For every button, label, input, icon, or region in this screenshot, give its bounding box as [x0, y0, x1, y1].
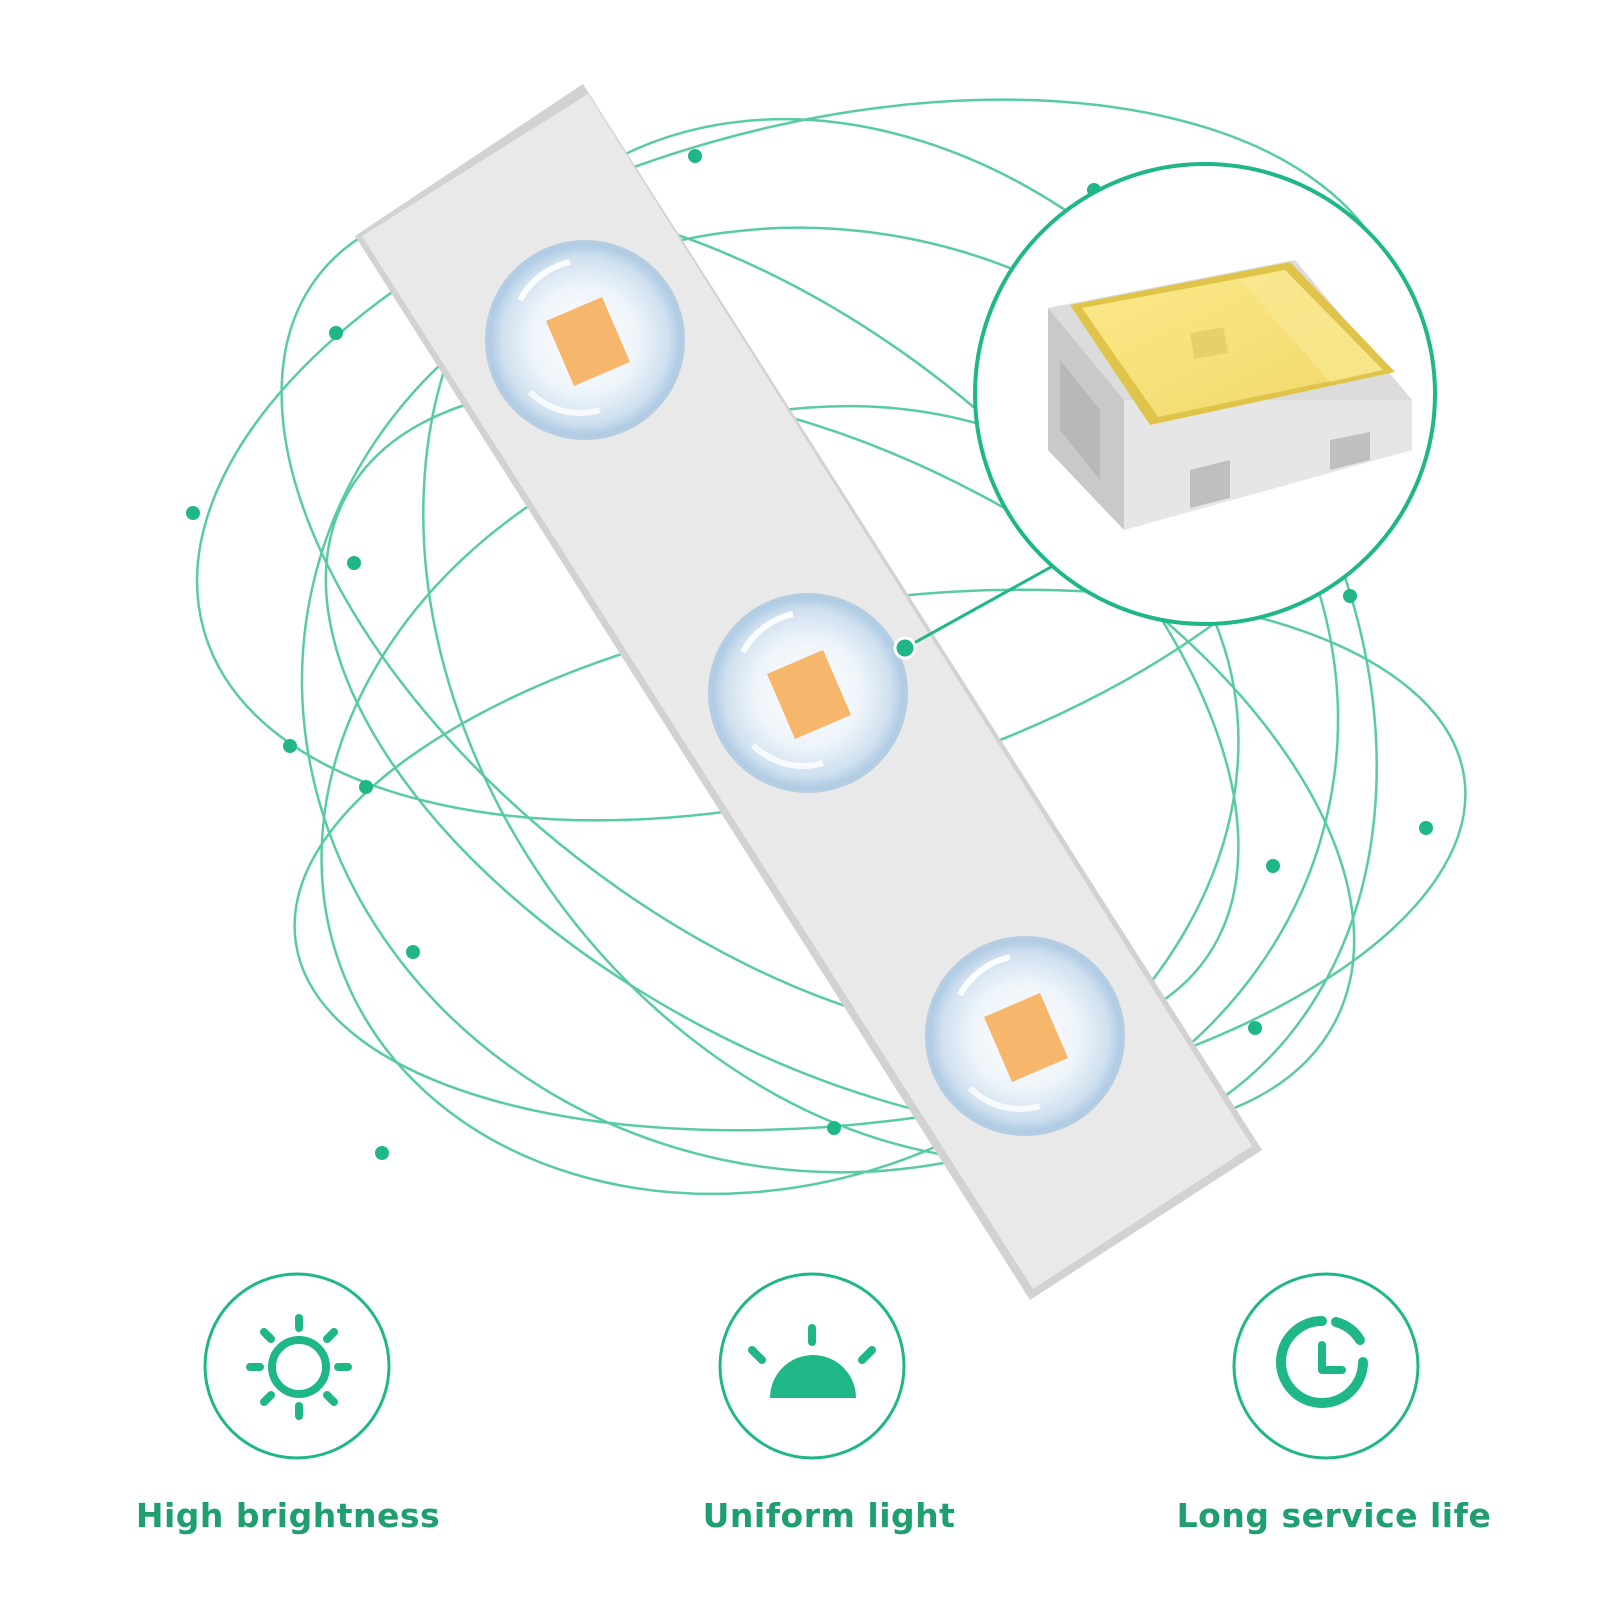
led-chip: [984, 993, 1068, 1082]
led-lens: [708, 593, 908, 793]
network-orbit: [300, 226, 1340, 1174]
sun-icon: [246, 1314, 352, 1420]
network-node: [347, 556, 361, 570]
network-node: [1419, 821, 1433, 835]
network-node: [406, 945, 420, 959]
feature-icon-lifetime: [1232, 1272, 1420, 1460]
network-node: [283, 739, 297, 753]
led-chip: [767, 650, 851, 739]
feature-label-uniform: Uniform light: [702, 1496, 956, 1535]
half-sun-icon: [748, 1324, 876, 1398]
feature-icon-brightness: [203, 1272, 391, 1460]
network-node: [1343, 589, 1357, 603]
network-node: [688, 149, 702, 163]
feature-icon-uniform: [718, 1272, 906, 1460]
feature-label-lifetime: Long service life: [1176, 1496, 1492, 1535]
led-strip: [355, 84, 1262, 1300]
network-orbit: [324, 385, 1356, 1135]
network-node: [359, 780, 373, 794]
network-node: [1266, 859, 1280, 873]
led-lens: [485, 240, 685, 440]
network-node: [375, 1146, 389, 1160]
network-orbit: [280, 200, 1240, 1040]
clock-icon: [1276, 1316, 1368, 1408]
network-node: [329, 326, 343, 340]
led-chip: [546, 297, 630, 386]
network-node: [827, 1121, 841, 1135]
smd-led-zoom: [973, 162, 1437, 626]
feature-label-brightness: High brightness: [135, 1496, 441, 1535]
zoom-connector: [893, 560, 1061, 660]
network-node: [1248, 1021, 1262, 1035]
network-node: [186, 506, 200, 520]
led-lens: [925, 936, 1125, 1136]
